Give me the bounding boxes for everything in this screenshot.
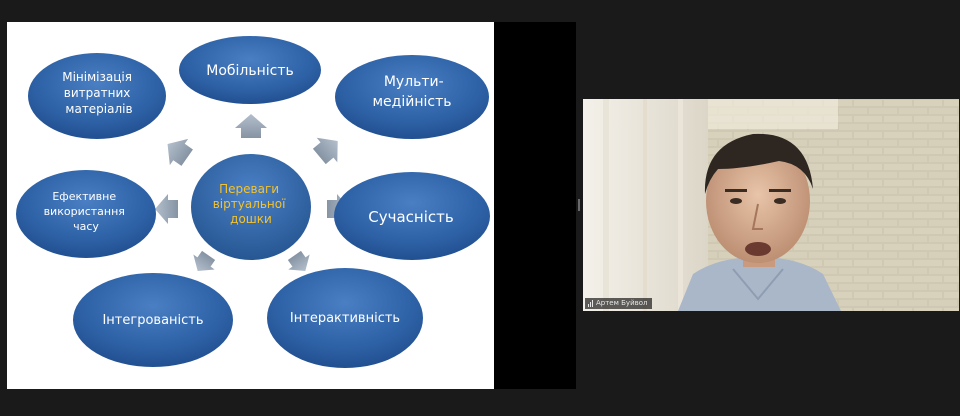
arrow-left-icon <box>155 194 178 224</box>
center-node-label: Переваги віртуальної дошки <box>213 182 290 226</box>
participant-video-feed <box>583 99 959 311</box>
center-node-shape <box>191 154 311 260</box>
node-interactivity-label: Інтерактивність <box>290 311 400 326</box>
presentation-slide: Мінімізація витратних матеріалів Мобільн… <box>7 22 494 389</box>
arrow-upleft-icon <box>167 138 193 166</box>
mic-icon <box>588 300 593 307</box>
arrow-upright-icon <box>312 137 338 165</box>
node-effective-shape <box>16 170 156 258</box>
node-minimization-label: Мінімізація витратних матеріалів <box>62 70 136 116</box>
node-mobility-shape <box>179 36 321 104</box>
node-effective-label: Ефективне використання часу <box>44 190 129 233</box>
arrow-downright-icon <box>287 250 310 272</box>
node-integration-shape <box>73 273 233 367</box>
node-multimedia-shape <box>335 55 489 139</box>
node-minimization-shape <box>28 53 166 139</box>
share-margin <box>494 22 576 389</box>
node-integration-label: Інтегрованість <box>102 313 203 328</box>
diagram-arrows <box>155 114 350 272</box>
participant-name-tag: Артем Буйвол <box>585 298 652 309</box>
participant-name: Артем Буйвол <box>596 299 648 307</box>
arrow-up-icon <box>235 114 267 138</box>
screen-share-panel: Мінімізація витратних матеріалів Мобільн… <box>7 22 576 389</box>
node-multimedia-label: Мульти- медійність <box>373 74 452 110</box>
splitter-handle[interactable] <box>578 199 580 211</box>
node-modernity-shape <box>334 172 490 260</box>
participant-video-tile[interactable]: Артем Буйвол <box>583 99 959 311</box>
node-interactivity-shape <box>267 268 423 368</box>
arrow-downleft-icon <box>193 250 216 272</box>
slide-diagram: Мінімізація витратних матеріалів Мобільн… <box>16 36 490 368</box>
node-modernity-label: Сучасність <box>368 208 453 226</box>
node-mobility-label: Мобільність <box>206 63 294 79</box>
